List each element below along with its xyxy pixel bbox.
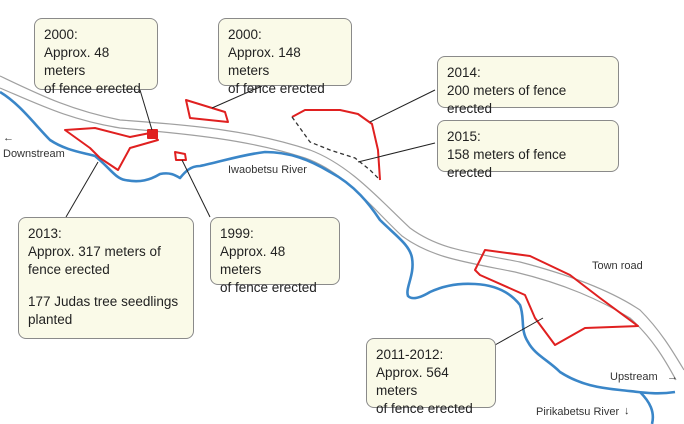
pirikabetsu-arrow: ↓: [624, 405, 630, 417]
fence-2015: [291, 116, 381, 181]
pirikabetsu-river: [639, 391, 655, 424]
downstream-label: Downstream: [3, 148, 65, 160]
fence-1999: [174, 151, 187, 161]
callout-text: fence erected: [28, 262, 110, 277]
town-road-label: Town road: [592, 260, 643, 272]
river-label: Iwaobetsu River: [228, 164, 307, 176]
callout-2011-2012: 2011-2012: Approx. 564 meters of fence e…: [366, 338, 496, 416]
rivers: [0, 90, 676, 424]
callout-text: Approx. 48 meters: [44, 45, 110, 78]
fence-2014: [291, 109, 381, 181]
fence-2013: [64, 127, 159, 171]
callout-text: of fence erected: [220, 280, 317, 295]
callout-year: 2015:: [447, 129, 481, 144]
callout-text: of fence erected: [228, 81, 325, 96]
upstream-label: Upstream: [610, 371, 658, 383]
leader-lines: [65, 85, 544, 346]
callout-2000-148m: 2000: Approx. 148 meters of fence erecte…: [218, 18, 352, 96]
fence-2011: [474, 249, 639, 346]
callout-year: 1999:: [220, 226, 254, 241]
upstream-arrow: →: [667, 371, 678, 383]
callout-text: 177 Judas tree seedlings: [28, 294, 179, 309]
callout-text: Approx. 564 meters: [376, 365, 449, 398]
callout-text: of fence erected: [376, 401, 473, 416]
callout-text: Approx. 317 meters of: [28, 244, 161, 259]
callout-2014: 2014: 200 meters of fence erected: [437, 56, 619, 116]
callout-2015: 2015: 158 meters of fence erected: [437, 120, 619, 180]
callout-text: Approx. 48 meters: [220, 244, 286, 277]
callout-year: 2011-2012:: [376, 347, 444, 362]
callout-year: 2014:: [447, 65, 481, 80]
callout-text: planted: [28, 312, 73, 327]
downstream-arrow: ←: [3, 132, 14, 144]
callout-text: of fence erected: [44, 81, 141, 96]
fences: [64, 99, 639, 346]
callout-text: 200 meters of fence erected: [447, 83, 567, 116]
callout-text: Approx. 148 meters: [228, 45, 301, 78]
callout-2000-48m: 2000: Approx. 48 meters of fence erected: [34, 18, 158, 96]
callout-year: 2000:: [228, 27, 262, 42]
callout-1999: 1999: Approx. 48 meters of fence erected: [210, 217, 340, 295]
pirikabetsu-label: Pirikabetsu River: [536, 406, 620, 418]
callout-2013: 2013: Approx. 317 meters of fence erecte…: [18, 217, 194, 339]
fence-2000a: [147, 129, 158, 139]
callout-year: 2000:: [44, 27, 78, 42]
callout-year: 2013:: [28, 226, 62, 241]
callout-text: 158 meters of fence erected: [447, 147, 567, 180]
iwaobetsu-river: [0, 90, 676, 395]
